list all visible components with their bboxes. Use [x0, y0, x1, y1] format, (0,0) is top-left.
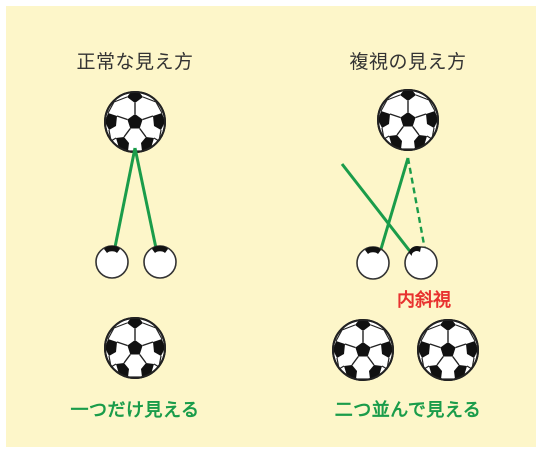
soccer-ball-icon	[104, 91, 166, 153]
normal-vision-title: 正常な見え方	[76, 51, 194, 73]
esotropia-label: 内斜視	[397, 290, 451, 311]
normal-vision-caption: 一つだけ見える	[70, 400, 200, 421]
double-vision-caption: 二つ並んで見える	[334, 400, 482, 421]
soccer-ball-icon	[377, 89, 439, 151]
soccer-ball-icon	[417, 319, 479, 381]
eye-icon	[404, 246, 438, 280]
normal-vision-group	[95, 91, 177, 379]
eye-icon	[356, 246, 390, 280]
eye-icon	[143, 245, 177, 279]
soccer-ball-icon	[332, 319, 394, 381]
soccer-ball-icon	[104, 317, 166, 379]
double-vision-group	[332, 89, 479, 381]
eye-icon	[95, 245, 129, 279]
double-vision-title: 複視の見え方	[349, 51, 467, 73]
